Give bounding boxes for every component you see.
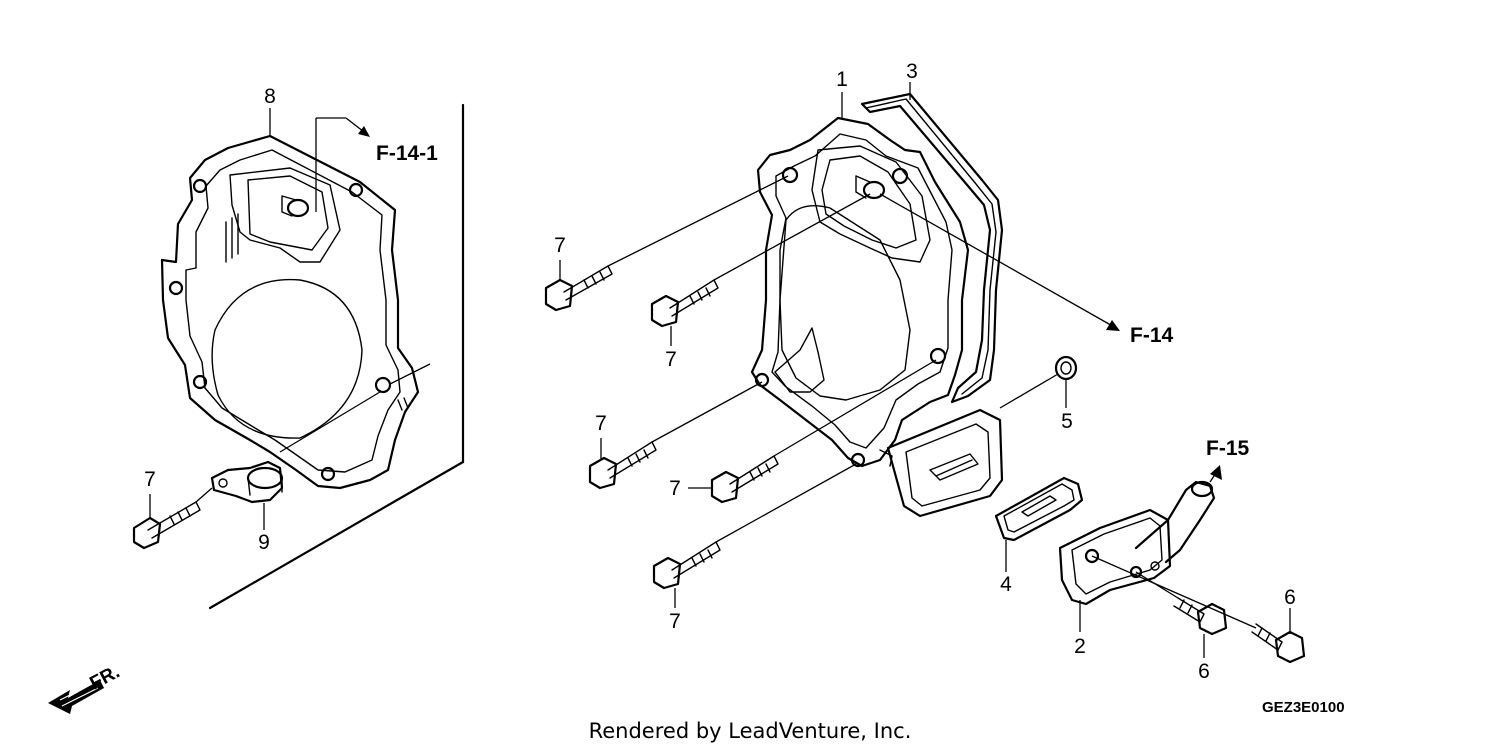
part-6-bolt-b[interactable]: [1251, 623, 1306, 664]
left-panel-border: [208, 103, 465, 610]
part-8-cover[interactable]: [160, 134, 420, 490]
callout-3: 3: [906, 60, 918, 83]
callout-7-middle-b: 7: [669, 477, 681, 500]
callout-7-upper-b: 7: [665, 348, 677, 371]
callout-7-left: 7: [144, 468, 156, 491]
callout-1: 1: [836, 68, 848, 91]
callout-6-lower: 6: [1198, 660, 1210, 683]
right-leaders: [999, 373, 1291, 658]
reference-f-15[interactable]: F-15: [1206, 437, 1250, 460]
reference-f-14[interactable]: F-14: [1130, 324, 1174, 347]
part-7-bolt-left[interactable]: [132, 501, 201, 550]
part-7-bolt-middle-a[interactable]: [588, 441, 657, 490]
part-4-gasket[interactable]: [994, 476, 1084, 542]
fr-direction-arrow-icon: [48, 680, 104, 714]
reference-f-14-1[interactable]: F-14-1: [376, 142, 438, 165]
part-9-clamp[interactable]: [210, 460, 284, 504]
part-7-bolt-upper-a[interactable]: [544, 265, 613, 312]
callout-6-right: 6: [1284, 586, 1296, 609]
render-credit: Rendered by LeadVenture, Inc.: [589, 719, 912, 743]
part-3-gasket[interactable]: [860, 92, 1004, 404]
callout-7-lower: 7: [669, 610, 681, 633]
part-7-bolt-middle-b[interactable]: [710, 455, 779, 504]
callout-7-middle-a: 7: [595, 412, 607, 435]
callout-8: 8: [264, 85, 276, 108]
callout-5: 5: [1061, 410, 1073, 433]
left-leaders: [149, 108, 431, 530]
diagram-code: GEZ3E0100: [1262, 699, 1345, 716]
part-2-breather-cover[interactable]: [1058, 480, 1216, 606]
center-leaders: [559, 82, 1120, 608]
part-7-bolt-upper-b[interactable]: [650, 279, 719, 328]
callout-7-upper-a: 7: [554, 234, 566, 257]
callout-4: 4: [1000, 573, 1012, 596]
callout-2: 2: [1074, 635, 1086, 658]
part-1-main-cover[interactable]: [750, 116, 970, 468]
part-6-bolt-a[interactable]: [1173, 597, 1228, 636]
breather-flange: [886, 408, 1004, 518]
callout-9: 9: [258, 531, 270, 554]
part-5-washer[interactable]: [1054, 355, 1078, 381]
part-7-bolt-lower[interactable]: [652, 541, 721, 590]
